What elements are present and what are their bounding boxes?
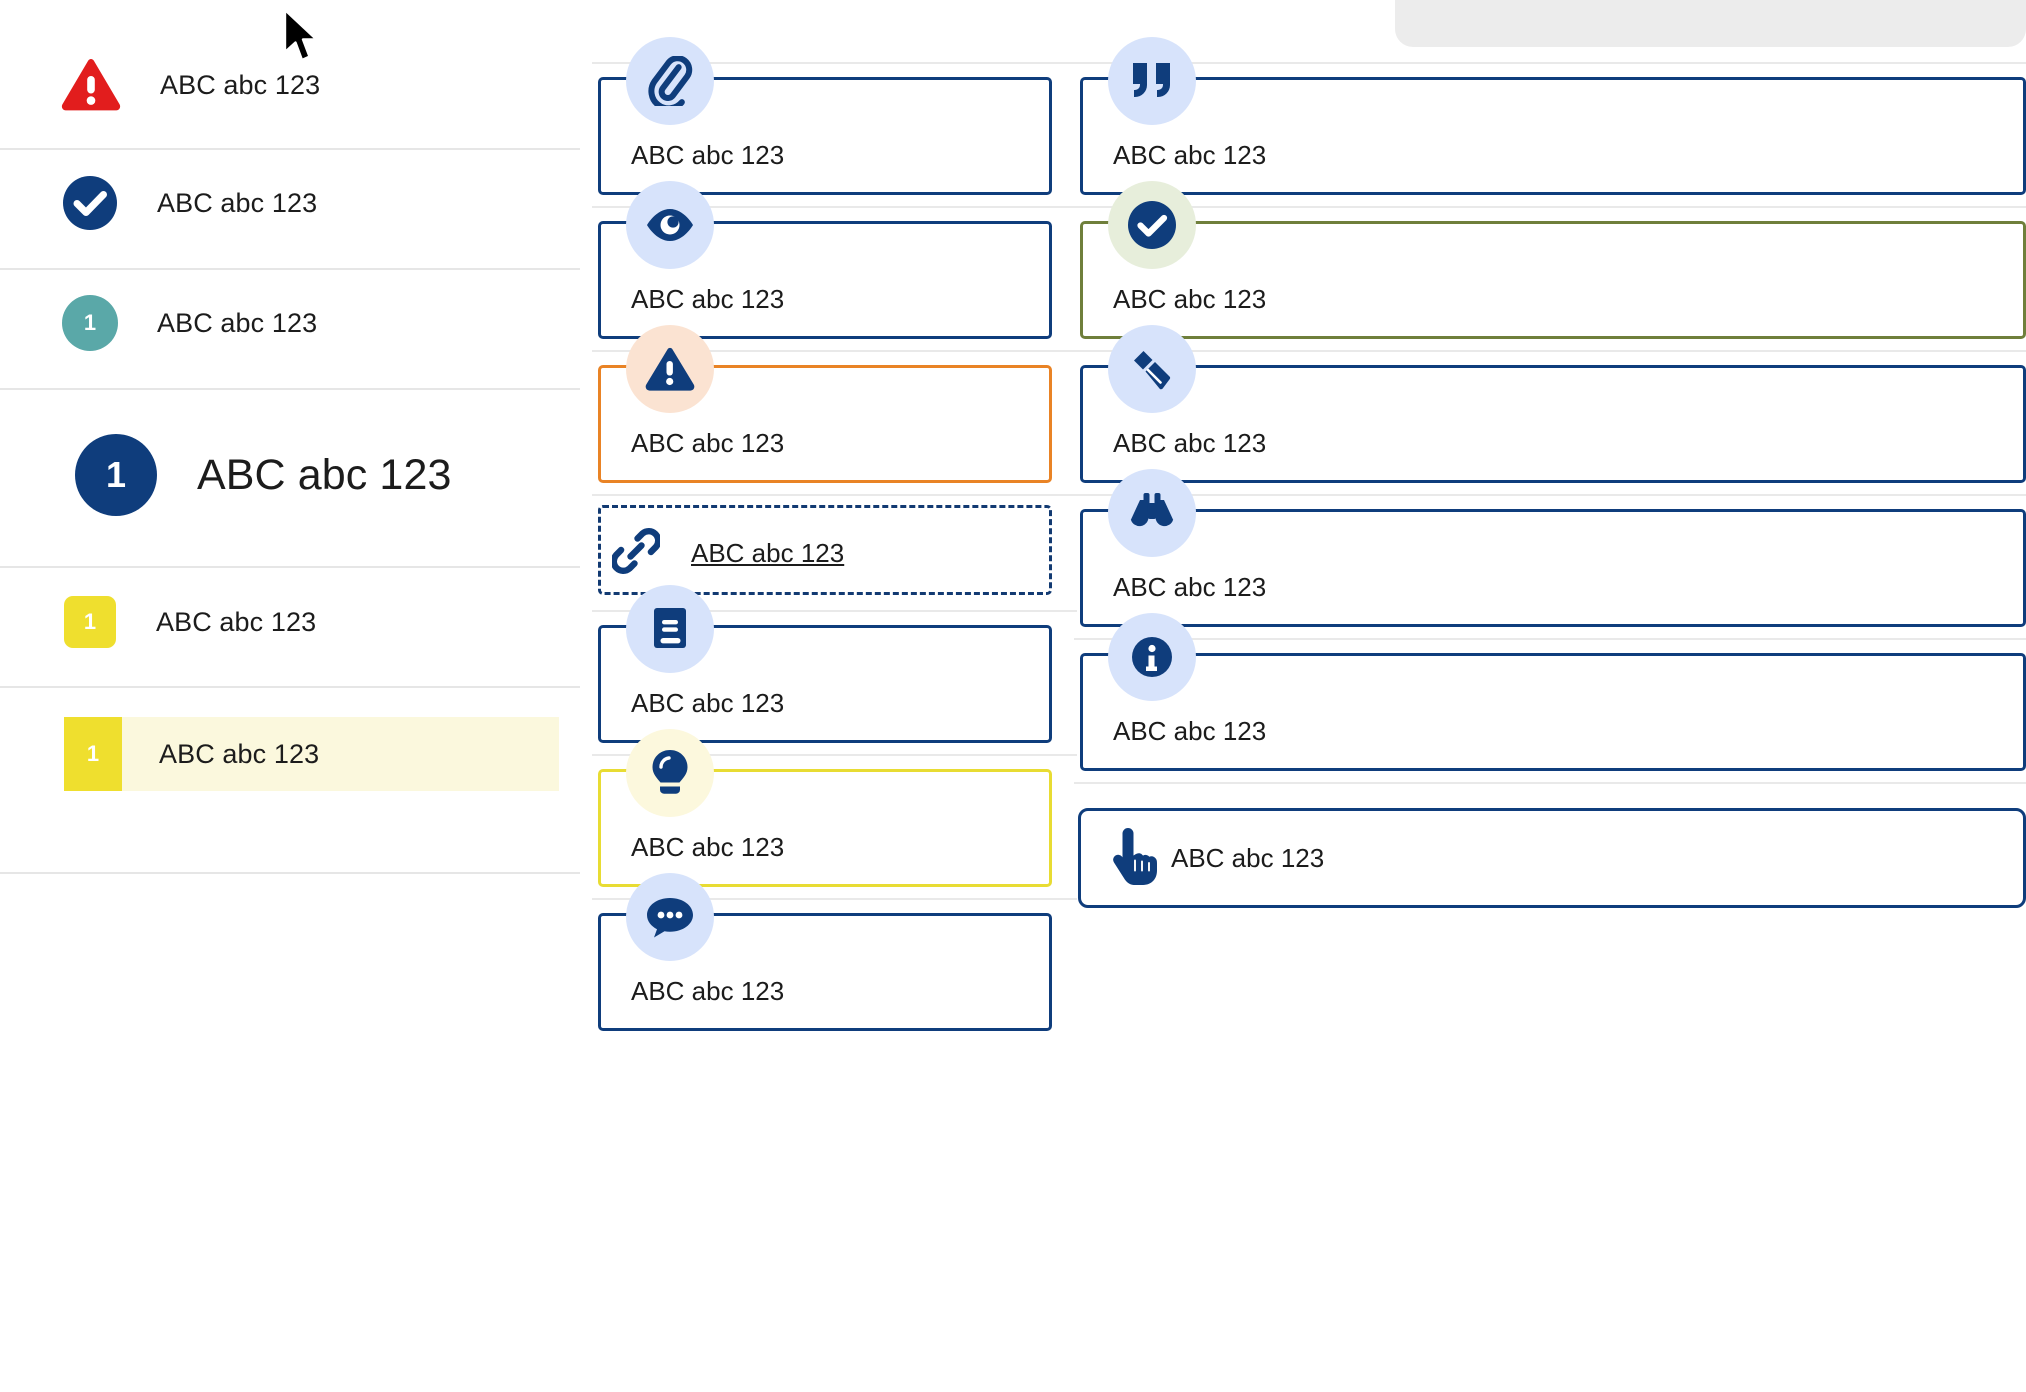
badge-number: 1 xyxy=(105,454,127,495)
background-panel-mask xyxy=(1395,47,2026,57)
status-list: ABC abc 123 ABC abc 123 1 ABC abc 123 1 xyxy=(0,0,580,1392)
card-label: ABC abc 123 xyxy=(631,284,785,314)
pencil-icon xyxy=(1108,325,1196,413)
list-item-label: ABC abc 123 xyxy=(156,606,317,637)
comment-icon xyxy=(626,873,714,961)
number-square-icon: 1 xyxy=(64,717,122,791)
callout-card-link[interactable]: ABC abc 123 xyxy=(598,505,1052,595)
card-label: ABC abc 123 xyxy=(1113,716,1267,746)
list-item-label: ABC abc 123 xyxy=(160,69,321,100)
info-icon xyxy=(1108,613,1196,701)
grid-divider xyxy=(592,350,1077,352)
list-item-selected[interactable]: 1 ABC abc 123 xyxy=(0,717,644,791)
grid-divider xyxy=(592,754,1077,756)
mouse-cursor xyxy=(282,8,322,66)
list-divider xyxy=(0,388,580,390)
list-item[interactable]: 1 ABC abc 123 xyxy=(0,294,642,352)
quote-icon xyxy=(1108,37,1196,125)
card-label: ABC abc 123 xyxy=(631,688,785,718)
number-circle-icon: 1 xyxy=(62,295,118,351)
grid-divider xyxy=(592,610,1077,612)
grid-divider xyxy=(592,898,1077,900)
warning-triangle-icon xyxy=(60,57,122,113)
callout-card-success[interactable]: ABC abc 123 xyxy=(1080,221,2026,339)
callout-card-edit[interactable]: ABC abc 123 xyxy=(1080,365,2026,483)
list-item[interactable]: ABC abc 123 xyxy=(0,54,640,116)
grid-divider xyxy=(1074,350,2026,352)
list-item-label: ABC abc 123 xyxy=(159,738,320,769)
grid-divider xyxy=(592,494,1077,496)
card-label: ABC abc 123 xyxy=(631,976,785,1006)
number-square-icon: 1 xyxy=(64,596,116,648)
callout-card-info[interactable]: ABC abc 123 xyxy=(1080,653,2026,771)
list-divider xyxy=(0,686,580,688)
card-label: ABC abc 123 xyxy=(1113,284,1267,314)
binoculars-icon xyxy=(1108,469,1196,557)
badge-number: 1 xyxy=(86,741,100,766)
callout-card-action[interactable]: ABC abc 123 xyxy=(1078,808,2026,908)
grid-divider xyxy=(1074,62,2026,64)
card-link-label: ABC abc 123 xyxy=(691,538,845,568)
callout-card-quote[interactable]: ABC abc 123 xyxy=(1080,77,2026,195)
callout-card-observe[interactable]: ABC abc 123 xyxy=(1080,509,2026,627)
card-label: ABC abc 123 xyxy=(1171,843,1325,873)
paperclip-icon xyxy=(626,37,714,125)
list-divider xyxy=(0,566,580,568)
selection-highlight xyxy=(64,717,559,791)
cards-area: ABC abc 123 ABC abc 123 ABC abc 123 xyxy=(580,0,2026,1392)
list-item-label: ABC abc 123 xyxy=(157,307,318,338)
list-item[interactable]: 1 ABC abc 123 xyxy=(0,433,655,517)
grid-divider xyxy=(1074,206,2026,208)
list-item[interactable]: 1 ABC abc 123 xyxy=(0,595,644,649)
card-label: ABC abc 123 xyxy=(1113,572,1267,602)
lightbulb-icon xyxy=(626,729,714,817)
badge-number: 1 xyxy=(83,609,97,634)
grid-divider xyxy=(592,206,1077,208)
card-label: ABC abc 123 xyxy=(1113,140,1267,170)
background-panel xyxy=(1395,0,2026,47)
badge-number: 1 xyxy=(83,310,97,335)
grid-divider xyxy=(1074,494,2026,496)
grid-divider xyxy=(1074,638,2026,640)
list-divider xyxy=(0,872,580,874)
list-item-label: ABC abc 123 xyxy=(197,450,452,499)
hand-pointer-icon xyxy=(1107,824,1163,893)
list-item-label: ABC abc 123 xyxy=(157,187,318,218)
check-circle-icon xyxy=(1108,181,1196,269)
card-label: ABC abc 123 xyxy=(631,832,785,862)
card-label: ABC abc 123 xyxy=(631,428,785,458)
card-label: ABC abc 123 xyxy=(1113,428,1267,458)
list-item[interactable]: ABC abc 123 xyxy=(0,174,642,232)
warning-triangle-icon xyxy=(626,325,714,413)
list-divider xyxy=(0,268,580,270)
grid-divider xyxy=(592,62,1077,64)
link-icon xyxy=(610,527,662,580)
number-circle-icon: 1 xyxy=(75,434,157,516)
book-icon xyxy=(626,585,714,673)
eye-icon xyxy=(626,181,714,269)
check-circle-icon xyxy=(62,175,118,231)
card-label: ABC abc 123 xyxy=(631,140,785,170)
grid-divider xyxy=(1074,782,2026,784)
list-divider xyxy=(0,148,580,150)
